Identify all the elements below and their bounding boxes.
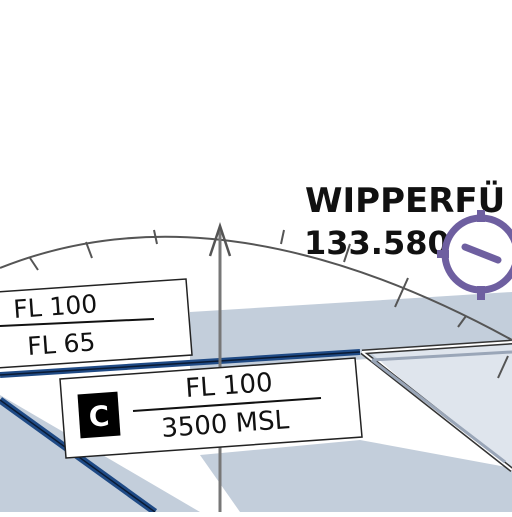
airspace-border-horizontal-inner (0, 351, 361, 376)
compass-tick (280, 229, 285, 245)
airspace-shading (0, 292, 512, 512)
airfield-name: WIPPERFÜ (305, 180, 505, 221)
airspace-label-1-divider (0, 318, 155, 327)
runway-icon (461, 243, 502, 264)
airspace-label-2-divider (132, 397, 322, 412)
compass-tick (394, 277, 409, 308)
restricted-area-border-shadow (371, 350, 512, 464)
compass-tick (497, 355, 509, 379)
airfield-symbol-icon[interactable] (437, 210, 512, 300)
airspace-label-2-upper: FL 100 (184, 368, 273, 404)
compass-tick (153, 229, 158, 245)
airspace-label-2-box (59, 357, 363, 459)
airfield-frequency: 133.580 (304, 224, 450, 262)
airspace-area-band (200, 440, 512, 512)
compass-tick (85, 241, 93, 259)
compass-tick (343, 243, 351, 263)
airspace-label-1-lower: FL 65 (26, 327, 96, 361)
compass-tick (29, 257, 39, 271)
airspace-label-1-upper: FL 100 (12, 289, 98, 324)
airspace-class-letter: C (88, 399, 111, 433)
compass-arc (0, 235, 512, 341)
airspace-class-icon (77, 391, 121, 439)
compass-rose (0, 229, 512, 379)
airspace-label-1[interactable]: FL 100 FL 65 (0, 278, 193, 369)
airspace-label-2[interactable]: C FL 100 3500 MSL (59, 357, 363, 459)
airspace-label-1-box (0, 278, 193, 369)
compass-tick (457, 315, 467, 328)
